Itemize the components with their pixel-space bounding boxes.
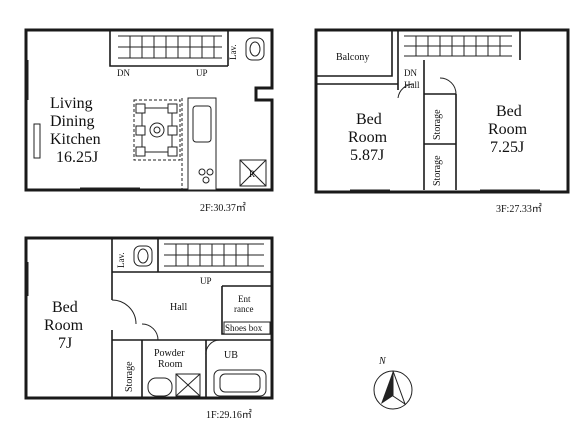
floor-1-bedroom-door [111, 299, 137, 325]
floor-2: DN UP Lav. Living Dining Kitchen 16.25J [24, 28, 274, 214]
floor-3-door-right [439, 77, 457, 95]
floor-2-ldk-label-1: Living [50, 95, 93, 112]
floor-3-outer-wall [314, 28, 570, 194]
floor-2-ldk-label-2: Dining [50, 113, 94, 130]
floor-1-bedroom-2: Room [44, 317, 84, 334]
compass-north-label: N [378, 356, 387, 367]
compass: N [373, 356, 413, 410]
floor-1-storage-label: Storage [124, 361, 135, 392]
floor-3-balcony-wall [316, 30, 393, 77]
floor-1-staircase [164, 243, 264, 267]
floor-1-stair-up: UP [200, 276, 212, 286]
floor-3-bedroom-right-2: Room [488, 121, 528, 138]
floor-3: Balcony DN Hall Storage Storage Bed [314, 28, 570, 215]
floor-1-powder-1: Powder [154, 348, 185, 359]
floor-2-lav-label: Lav. [228, 44, 238, 60]
floor-3-area: 3F:27.33㎡ [496, 203, 542, 215]
floor-3-balcony-label: Balcony [336, 52, 369, 63]
floor-2-heater [33, 123, 41, 159]
floor-2-stair-dn: DN [117, 68, 130, 78]
floor-1-lav-label: Lav. [116, 252, 126, 268]
floor-1-ub-label: UB [224, 350, 238, 361]
floor-1-shoes-box [223, 321, 271, 335]
floor-3-stair-wall [397, 30, 521, 90]
floor-1-bedroom-size: 7J [58, 335, 72, 352]
floor-1-washbasin [147, 377, 173, 397]
floor-3-storage-a: Storage [432, 109, 443, 140]
floor-2-dining-table [133, 99, 181, 161]
floor-3-bedroom-divider [316, 60, 457, 190]
floor-1: Lav. UP Hall Ent rance Shoes box Storage [24, 236, 274, 421]
floor-3-storage-b: Storage [432, 155, 443, 186]
floor-2-kitchen [181, 97, 217, 191]
floor-2-stair-up: UP [196, 68, 208, 78]
floor-3-bedroom-left-1: Bed [356, 111, 382, 128]
floor-1-powder-door [141, 323, 159, 341]
floor-1-outer-wall [24, 236, 274, 400]
floor-2-staircase [118, 35, 222, 59]
floor-1-entrance-1: Ent [238, 294, 251, 304]
floor-2-ldk-label-3: Kitchen [50, 131, 101, 148]
floor-3-staircase [404, 35, 512, 57]
floor-3-hall-label: Hall [404, 80, 420, 90]
floor-1-area: 1F:29.16㎡ [206, 409, 252, 421]
floor-3-bedroom-right-1: Bed [496, 103, 522, 120]
floor-2-fridge-label: R [249, 169, 255, 179]
floor-1-entrance-2: rance [234, 304, 253, 314]
floor-2-outer-wall [24, 28, 274, 192]
floor-1-hall-label: Hall [170, 302, 187, 313]
floor-3-bedroom-right-size: 7.25J [490, 139, 524, 156]
floor-1-shoes-box-label: Shoes box [225, 323, 263, 333]
floor-2-ldk-size: 16.25J [56, 149, 98, 166]
floor-3-bedroom-left-2: Room [348, 129, 388, 146]
floor-3-stair-dn: DN [404, 68, 417, 78]
floor-2-area: 2F:30.37㎡ [200, 202, 246, 214]
floor-3-bedroom-left-size: 5.87J [350, 147, 384, 164]
floor-3-door-left [397, 83, 415, 99]
floor-1-powder-2: Room [158, 359, 183, 370]
floor-1-bedroom-1: Bed [52, 299, 78, 316]
floor-1-lav-wall [112, 238, 272, 273]
floor-2-stair-wall [109, 30, 229, 67]
